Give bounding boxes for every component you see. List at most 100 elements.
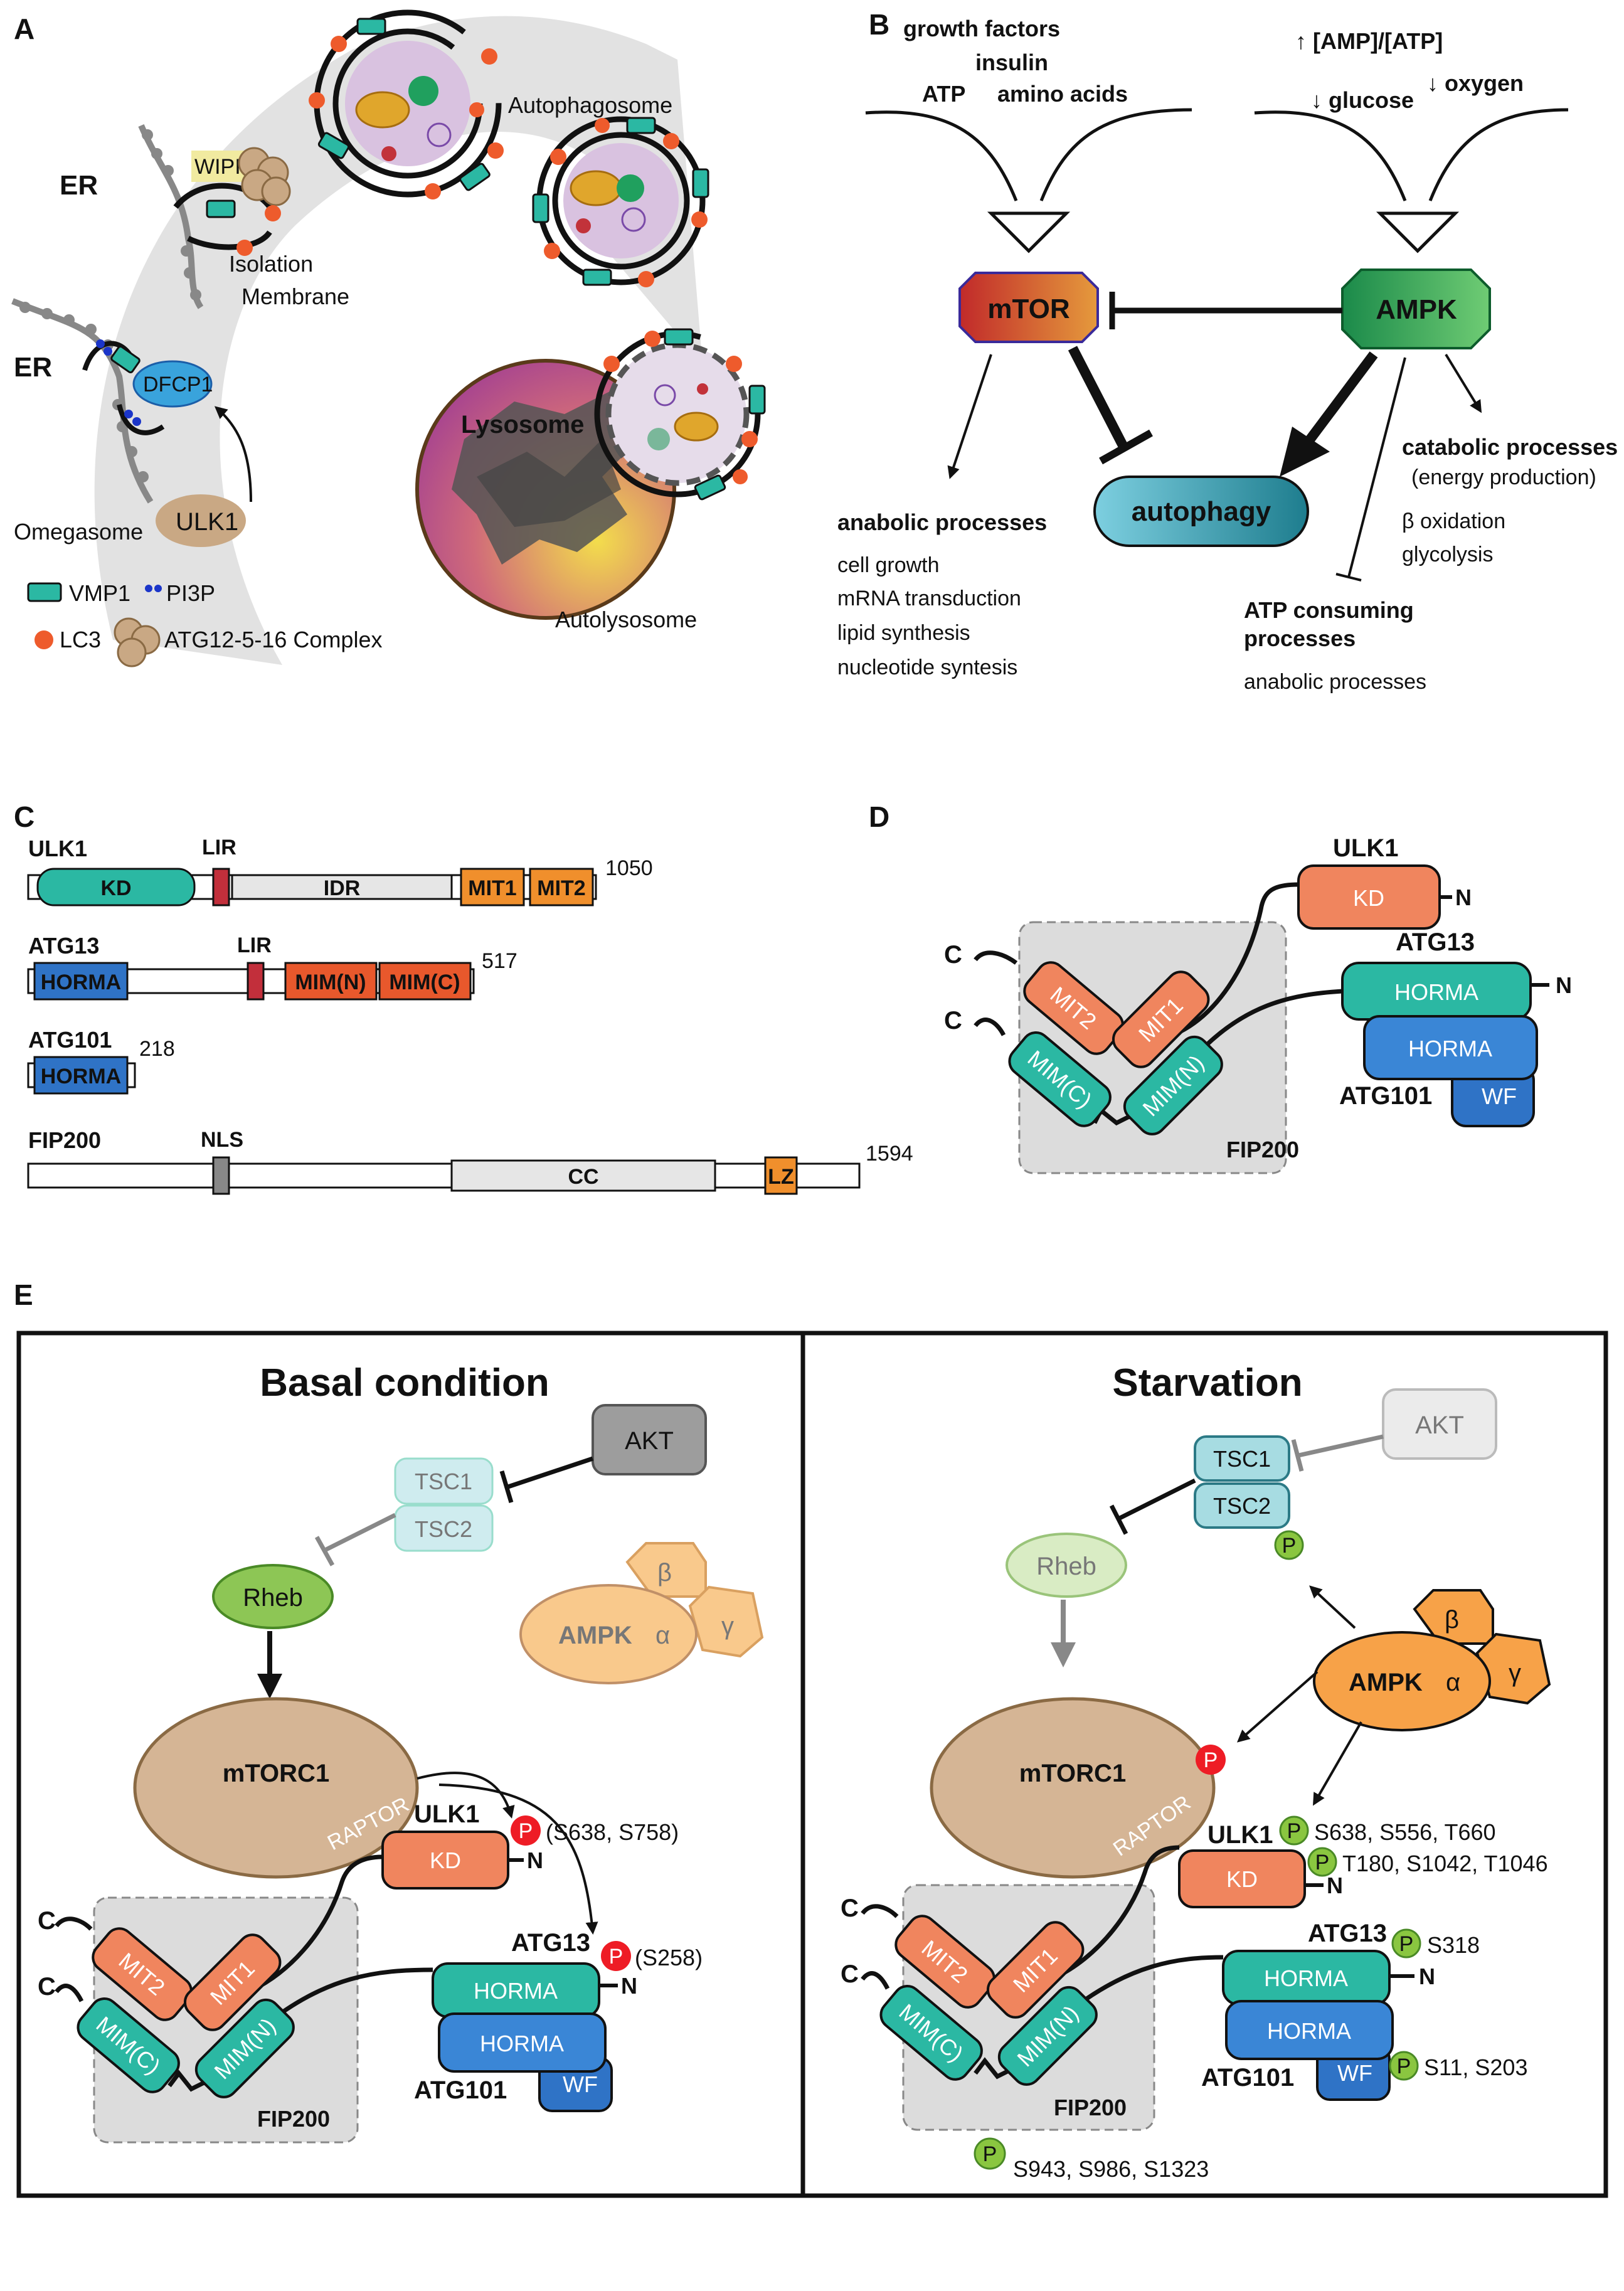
atp-consuming-title-2: processes [1244,625,1356,651]
right-input-curve [1254,110,1407,201]
panel-d-label: D [869,800,889,833]
panel-c: C ULK1 LIR KD IDR MIT1 MIT2 1050 ATG13 L… [14,800,913,1195]
ampk-to-catabolic-arrow [1445,353,1482,413]
basal-akt-label: AKT [625,1427,674,1455]
starv-ulk1-p-label-1: P [1287,1819,1302,1843]
basal-atg101-horma-label: HORMA [480,2031,564,2056]
fip200-nls-motif [212,1156,230,1195]
starv-ulk1-n-terminus: N [1327,1873,1343,1898]
starv-atg13-n-terminus: N [1419,1964,1435,1989]
panel-e-frame [16,1331,1608,2198]
basal-rheb-label: Rheb [243,1584,303,1612]
basal-mit1-domain [183,1933,282,2031]
starv-mim-n-domain [997,1985,1098,2086]
starv-atg13-phospho [1391,1928,1421,1959]
ulk1-mit2-label: MIT2 [537,876,585,900]
d-atg101-horma-label: HORMA [1408,1036,1492,1061]
d-atg101-wf-label: WF [1482,1083,1517,1109]
ulk1-domain-name: ULK1 [28,836,87,861]
starv-mit1-domain [986,1921,1085,2019]
starv-mit2-domain [894,1915,995,2009]
autolysosome [415,328,766,620]
basal-atg101-label: ATG101 [414,2076,507,2104]
basal-tsc1-node [394,1457,494,1505]
lc3-legend-label: LC3 [60,627,101,652]
atg-complex-legend-label: ATG12-5-16 Complex [164,627,382,652]
panel-a: A ER DFCP1 ULK1 Omegasome ER WIPI [11,9,766,667]
fip200-lz-label: LZ [768,1165,794,1189]
fip200-domain-name: FIP200 [28,1127,101,1153]
anabolic-title: anabolic processes [837,509,1047,535]
starv-rheb-label: Rheb [1036,1553,1096,1580]
anabolic-item: cell growth [837,553,940,577]
starv-raptor-phospho [1196,1745,1226,1775]
atg101-horma-label: HORMA [41,1065,121,1088]
atg13-mim-n-domain [284,962,378,1001]
basal-atg101-horma-domain [438,2012,607,2073]
starv-raptor-p-label: P [1204,1748,1218,1772]
ampk-label: AMPK [1376,294,1457,325]
pi3p-dot [103,347,112,356]
dfcp1-protein [132,360,213,408]
wipi-label: WIPI [194,155,241,179]
starv-fip200-label: FIP200 [1054,2095,1127,2120]
d-c-terminus-label: C [944,941,962,969]
d-atg13-label: ATG13 [1396,928,1475,956]
vmp1-legend-swatch [27,582,62,602]
ampk-inhibits-atp-consuming [1347,357,1406,578]
basal-ulk1-p-label: P [519,1819,533,1843]
d-atg101-label: ATG101 [1339,1082,1432,1110]
catabolic-item: β oxidation [1402,509,1505,533]
starv-ulk1-kd-domain [1178,1849,1306,1908]
input-amino-acids: amino acids [997,81,1128,107]
basal-ulk1-label: ULK1 [414,1800,479,1828]
starv-tsc2-label: TSC2 [1213,1493,1271,1519]
starv-atg13-sites: S318 [1427,1932,1480,1958]
input-amp-atp: ↑ [AMP]/[ATP] [1295,28,1443,54]
er-ribosomes-top [142,129,201,300]
pi3p-dot [132,417,141,426]
input-growth-factors: growth factors [903,16,1060,41]
basal-c-terminus: C [38,1907,56,1935]
er-top-label: ER [60,170,98,201]
mtor-node [958,272,1099,343]
panel-d: D FIP200 MIT2 MIT1 MIM(C) MIM(N) C C ULK… [869,800,1572,1174]
basal-mtorc1-phos-ulk1-arrow [417,1772,515,1819]
panel-c-label: C [14,800,34,833]
dfcp1-label: DFCP1 [143,373,213,396]
starv-ulk1-phospho-2 [1307,1847,1337,1877]
ampk-node [1341,268,1491,349]
d-mim-n-domain [1123,1035,1223,1135]
atg13-linker [1190,989,1343,1062]
basal-ampk-beta: β [657,1559,672,1587]
catabolic-subtitle: (energy production) [1411,465,1596,489]
ulk1-to-omegasome-arrow [214,406,252,502]
input-glucose: ↓ glucose [1311,87,1414,113]
atg13-mim-n-label: MIM(N) [295,970,366,994]
basal-tsc2-label: TSC2 [415,1516,472,1542]
fip200-lz-domain [764,1156,798,1195]
atg101-horma-domain [33,1056,129,1095]
starv-mtorc1-label: mTORC1 [1019,1760,1126,1787]
ulk1-idr-domain [231,874,453,900]
right-input-curve-2 [1428,108,1569,201]
starv-tsc2-phospho [1274,1530,1304,1560]
starv-ampk-label: AMPK [1349,1669,1423,1696]
atg101-length: 218 [139,1037,175,1061]
d-ulk1-label: ULK1 [1333,834,1398,862]
catabolic-item: glycolysis [1402,543,1493,566]
starv-c-terminus-2: C [841,1960,859,1988]
starv-ulk1-sites-1: S638, S556, T660 [1314,1819,1496,1845]
starv-ulk1-kd-label: KD [1226,1866,1258,1892]
fip200-backbone [27,1162,861,1189]
ampk-promotes-autophagy [1303,351,1378,445]
atg101-domain-name: ATG101 [28,1027,112,1053]
autophagosome [532,116,709,287]
vmp1-protein [110,345,141,374]
starv-atg101-phospho [1389,2051,1419,2081]
panel-e: E Basal condition AKT TSC1 TSC2 Rheb [14,1278,1608,2198]
atg13-mim-c-domain [378,962,472,1001]
starv-atg13-horma-label: HORMA [1264,1965,1348,1991]
pi3p-dot [124,410,133,418]
atg13-horma-domain [33,962,129,1001]
